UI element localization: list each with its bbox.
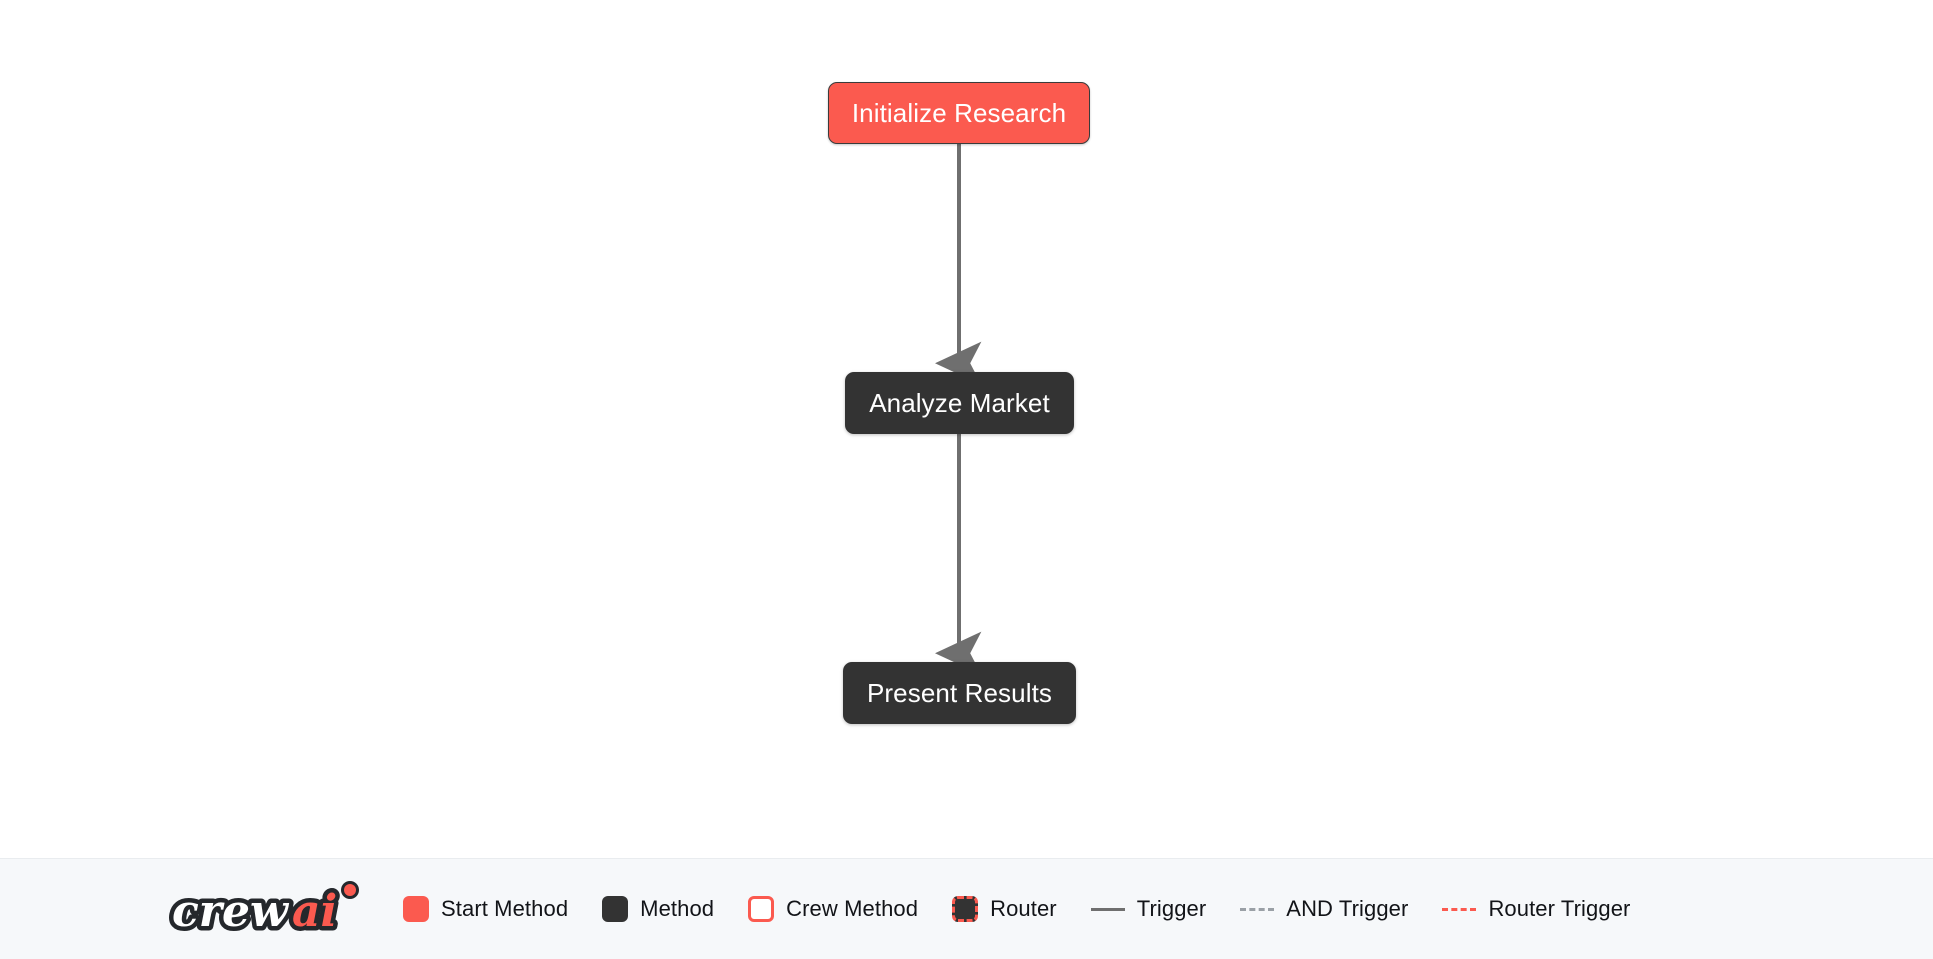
- legend-label-start-method: Start Method: [441, 896, 569, 921]
- logo-text-ai: ai: [292, 886, 337, 937]
- start-method-swatch-icon: [403, 896, 429, 922]
- legend-item-and-trigger: AND Trigger: [1240, 898, 1408, 920]
- router-trigger-line-icon: [1442, 907, 1477, 911]
- and-trigger-line-icon: [1240, 907, 1275, 911]
- crewai-logo: crew crew ai ai: [168, 881, 359, 940]
- legend-item-router-trigger: Router Trigger: [1442, 898, 1630, 920]
- legend-item-trigger: Trigger: [1090, 896, 1207, 921]
- legend-item-method: Method: [602, 896, 714, 922]
- legend-item-start-method: Start Method: [403, 896, 568, 922]
- logo-text-crew: crew: [172, 886, 290, 937]
- legend-label-router: Router: [990, 896, 1057, 921]
- crew-method-swatch-icon: [748, 896, 775, 922]
- trigger-line-icon: [1090, 907, 1125, 911]
- legend-label-and-trigger: AND Trigger: [1286, 896, 1409, 921]
- flow-canvas[interactable]: Initialize Research Analyze Market Prese…: [0, 0, 1933, 858]
- legend-label-router-trigger: Router Trigger: [1488, 896, 1631, 921]
- flow-node-analyze-market[interactable]: Analyze Market: [845, 372, 1074, 434]
- flow-node-label: Analyze Market: [869, 388, 1050, 418]
- legend-item-router: Router: [952, 896, 1057, 922]
- logo-outline-crew: crew: [172, 886, 290, 937]
- legend-label-method: Method: [640, 896, 715, 921]
- edge-layer: [935, 144, 982, 675]
- legend-items: Start Method Method Crew Method Router T…: [403, 896, 1630, 922]
- flow-node-label: Present Results: [866, 678, 1053, 708]
- flow-node-present-results[interactable]: Present Results: [843, 662, 1076, 724]
- flow-node-initialize-research[interactable]: Initialize Research: [828, 82, 1090, 144]
- legend-label-crew-method: Crew Method: [786, 896, 919, 921]
- method-swatch-icon: [602, 896, 629, 922]
- logo-dot: [344, 884, 356, 896]
- legend-bar: crew crew ai ai Start Method Method Crew…: [0, 858, 1933, 959]
- flow-node-label: Initialize Research: [851, 98, 1067, 128]
- legend-label-trigger: Trigger: [1136, 896, 1207, 921]
- router-swatch-icon: [952, 896, 979, 922]
- legend-item-crew-method: Crew Method: [748, 896, 918, 922]
- logo-outline-ai: ai: [292, 886, 337, 937]
